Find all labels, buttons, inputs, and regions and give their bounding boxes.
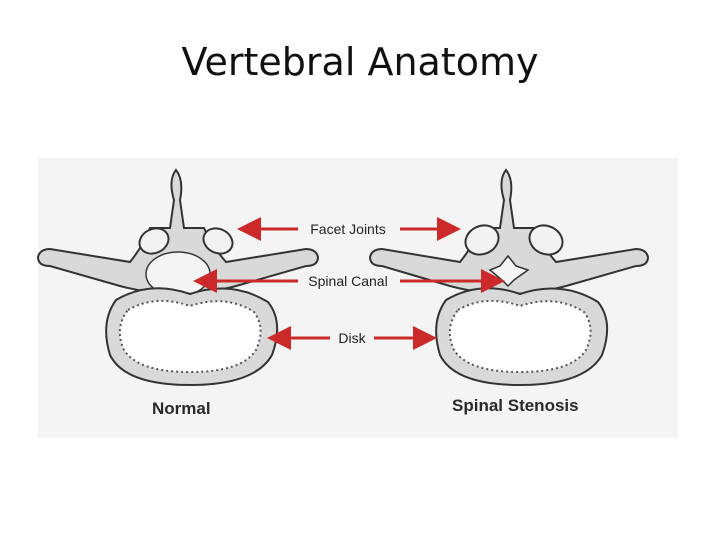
slide-title: Vertebral Anatomy [181,40,539,84]
label-spinal-canal: Spinal Canal [308,273,387,289]
label-disk: Disk [338,330,366,346]
stenosis-disk [435,287,609,387]
normal-vertebra [36,168,320,387]
stenosis-facet-left [464,224,500,256]
label-arrows [193,217,505,350]
stenosis-vertebra [368,168,650,387]
caption-normal: Normal [152,399,211,418]
normal-facet-left [138,227,170,255]
normal-disk [105,287,279,387]
caption-stenosis: Spinal Stenosis [452,396,579,415]
label-facet-joints: Facet Joints [310,221,385,237]
normal-facet-right [202,227,234,255]
stenosis-facet-right [528,224,564,256]
normal-posterior-arch [36,168,320,297]
stenosis-posterior-arch [368,168,650,296]
